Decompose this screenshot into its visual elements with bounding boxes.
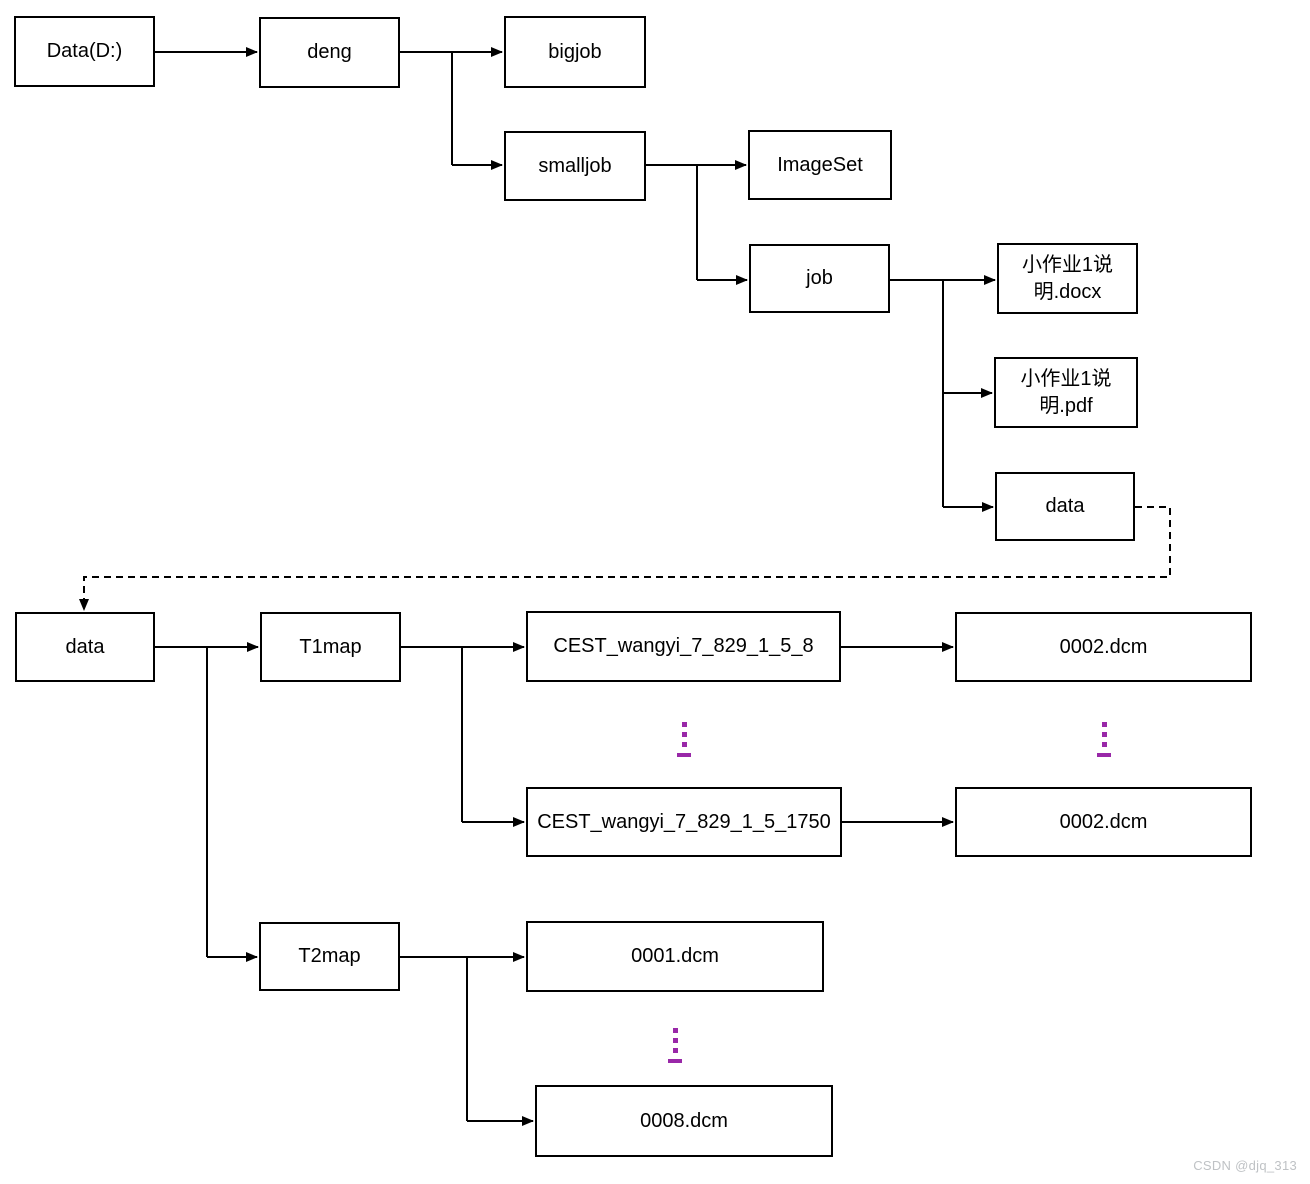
- ellipsis-dot: [681, 732, 687, 737]
- node-0002-dcm-bottom: 0002.dcm: [955, 787, 1252, 857]
- node-bigjob: bigjob: [504, 16, 646, 88]
- node-0001-dcm: 0001.dcm: [526, 921, 824, 992]
- ellipsis-underline: [1097, 753, 1111, 757]
- node-t1map: T1map: [260, 612, 401, 682]
- node-t2map: T2map: [259, 922, 400, 991]
- vertical-ellipsis-icon: [677, 722, 691, 757]
- node-data-root: data: [15, 612, 155, 682]
- node-smalljob: smalljob: [504, 131, 646, 201]
- node-label: 0002.dcm: [1059, 810, 1148, 833]
- node-label: Data(D:): [46, 40, 123, 63]
- node-label: CEST_wangyi_7_829_1_5_1750: [537, 810, 831, 833]
- node-0002-dcm-top: 0002.dcm: [955, 612, 1252, 682]
- node-drive-data-d: Data(D:): [14, 16, 155, 87]
- node-label: smalljob: [538, 154, 612, 177]
- edge-data-to-data-root-dashed: [79, 506, 1171, 611]
- ellipsis-dot: [681, 742, 687, 747]
- node-deng: deng: [259, 17, 400, 88]
- ellipsis-underline: [677, 753, 691, 757]
- ellipsis-dot: [672, 1038, 678, 1043]
- node-label: job: [806, 267, 833, 290]
- node-label: CEST_wangyi_7_829_1_5_8: [553, 635, 814, 658]
- ellipsis-dot: [1101, 732, 1107, 737]
- vertical-ellipsis-icon: [1097, 722, 1111, 757]
- node-0008-dcm: 0008.dcm: [535, 1085, 833, 1157]
- node-label: 0002.dcm: [1059, 635, 1148, 658]
- node-imageset: ImageSet: [748, 130, 892, 200]
- node-homework1-docx: 小作业1说 明.docx: [997, 243, 1138, 314]
- node-label: bigjob: [548, 40, 602, 63]
- watermark: CSDN @djq_313: [1193, 1158, 1297, 1173]
- node-label: 0001.dcm: [631, 945, 719, 968]
- node-label: data: [1045, 495, 1085, 518]
- ellipsis-dot: [672, 1048, 678, 1053]
- node-label: T2map: [298, 945, 361, 968]
- node-cest-wangyi-7-829-1-5-8: CEST_wangyi_7_829_1_5_8: [526, 611, 841, 682]
- node-label: T1map: [299, 635, 362, 658]
- node-label: ImageSet: [777, 153, 863, 176]
- node-job: job: [749, 244, 890, 313]
- vertical-ellipsis-icon: [668, 1028, 682, 1063]
- node-homework1-pdf: 小作业1说 明.pdf: [994, 357, 1138, 428]
- node-label: 小作业1说 明.pdf: [1020, 368, 1112, 417]
- ellipsis-dot: [1101, 742, 1107, 747]
- ellipsis-dot: [681, 722, 687, 727]
- node-label: deng: [307, 41, 352, 64]
- node-label: 0008.dcm: [640, 1109, 728, 1132]
- node-label: 小作业1说 明.docx: [1021, 254, 1114, 303]
- node-data-under-job: data: [995, 472, 1135, 541]
- ellipsis-dot: [672, 1028, 678, 1033]
- node-cest-wangyi-7-829-1-5-1750: CEST_wangyi_7_829_1_5_1750: [526, 787, 842, 857]
- ellipsis-dot: [1101, 722, 1107, 727]
- node-label: data: [65, 635, 105, 658]
- ellipsis-underline: [668, 1059, 682, 1063]
